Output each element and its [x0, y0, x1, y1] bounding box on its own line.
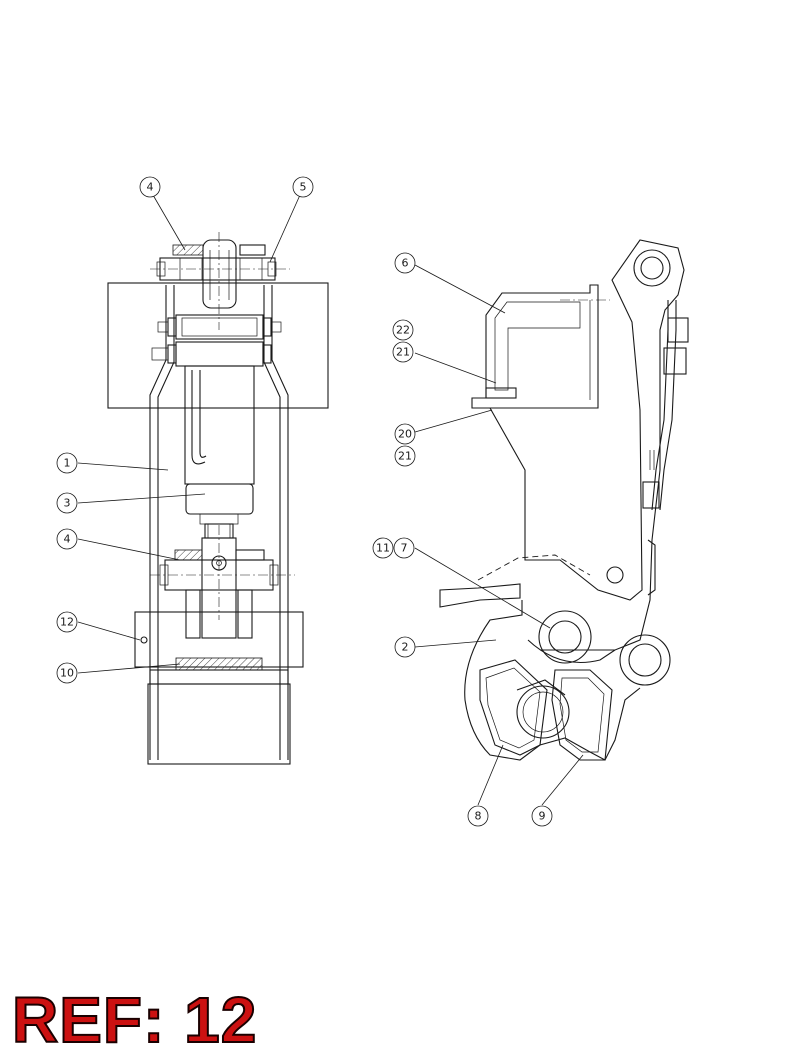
leader-lines: [77, 194, 584, 806]
callout-2: 2: [394, 636, 416, 658]
swing-path: [477, 554, 591, 581]
callout-12: 12: [56, 611, 78, 633]
right-shoe: [551, 669, 613, 761]
top-pivot-outer: [633, 249, 671, 287]
front-view: [107, 232, 329, 765]
top-pivot-inner: [640, 256, 664, 280]
center-bushing-outer: [538, 610, 592, 664]
callout-label: 4: [64, 533, 71, 546]
callout-label: 21: [396, 346, 410, 359]
jaw-curve: [527, 639, 616, 663]
callout-7: 7: [393, 537, 415, 559]
wear-pad-hatched: [175, 657, 263, 671]
main-arm: [489, 239, 685, 651]
jaw-body: [464, 600, 641, 761]
mounting-plate: [107, 282, 329, 409]
callout-label: 4: [147, 181, 154, 194]
top-pin-hatched-block: [172, 244, 204, 256]
callout-label: 1: [64, 457, 71, 470]
bottom-pivot-inner: [628, 643, 662, 677]
callout-label: 7: [401, 542, 408, 555]
callout-11: 11: [372, 537, 394, 559]
callout-label: 20: [398, 428, 412, 441]
side-view: [439, 239, 689, 761]
reference-label: REF: 12: [11, 984, 258, 1056]
cylinder-gland: [185, 483, 254, 515]
callout-5: 5: [292, 176, 314, 198]
center-bushing-inner: [548, 620, 582, 654]
callout-4-mid: 4: [56, 528, 78, 550]
grease-nipple: [140, 636, 148, 644]
callout-6: 6: [394, 252, 416, 274]
callout-22: 22: [392, 319, 414, 341]
callout-label: 22: [396, 324, 410, 337]
callout-label: 21: [398, 450, 412, 463]
lower-box: [147, 683, 291, 765]
callout-21-upper: 21: [392, 341, 414, 363]
callout-21-lower: 21: [394, 445, 416, 467]
callout-label: 9: [539, 810, 546, 823]
callout-label: 8: [475, 810, 482, 823]
top-clevis: [202, 239, 237, 309]
cylinder-body: [184, 365, 255, 485]
bottom-pin-hatched-block: [174, 549, 203, 561]
upper-cross-plate: [175, 314, 264, 340]
callout-label: 5: [300, 181, 307, 194]
callout-label: 2: [402, 641, 409, 654]
callout-1: 1: [56, 452, 78, 474]
callout-10: 10: [56, 662, 78, 684]
left-shoe: [479, 659, 548, 756]
callout-label: 10: [60, 667, 74, 680]
callout-4-top: 4: [139, 176, 161, 198]
mounting-bracket: [471, 284, 599, 409]
callout-label: 11: [376, 542, 390, 555]
left-side-rail: [149, 285, 175, 760]
lower-cross-plate: [175, 341, 264, 367]
callout-8: 8: [467, 805, 489, 827]
top-pin-right-block: [239, 244, 266, 256]
bottom-pivot-outer: [619, 634, 671, 686]
hose: [191, 370, 207, 465]
callout-label: 3: [64, 497, 71, 510]
callout-9: 9: [531, 805, 553, 827]
small-hole: [606, 566, 624, 584]
callout-label: 6: [402, 257, 409, 270]
right-side-rail: [263, 285, 289, 760]
callout-20: 20: [394, 423, 416, 445]
shoe-pin: [516, 685, 570, 739]
callout-3: 3: [56, 492, 78, 514]
callout-label: 12: [60, 616, 74, 629]
link-rod: [651, 300, 677, 511]
